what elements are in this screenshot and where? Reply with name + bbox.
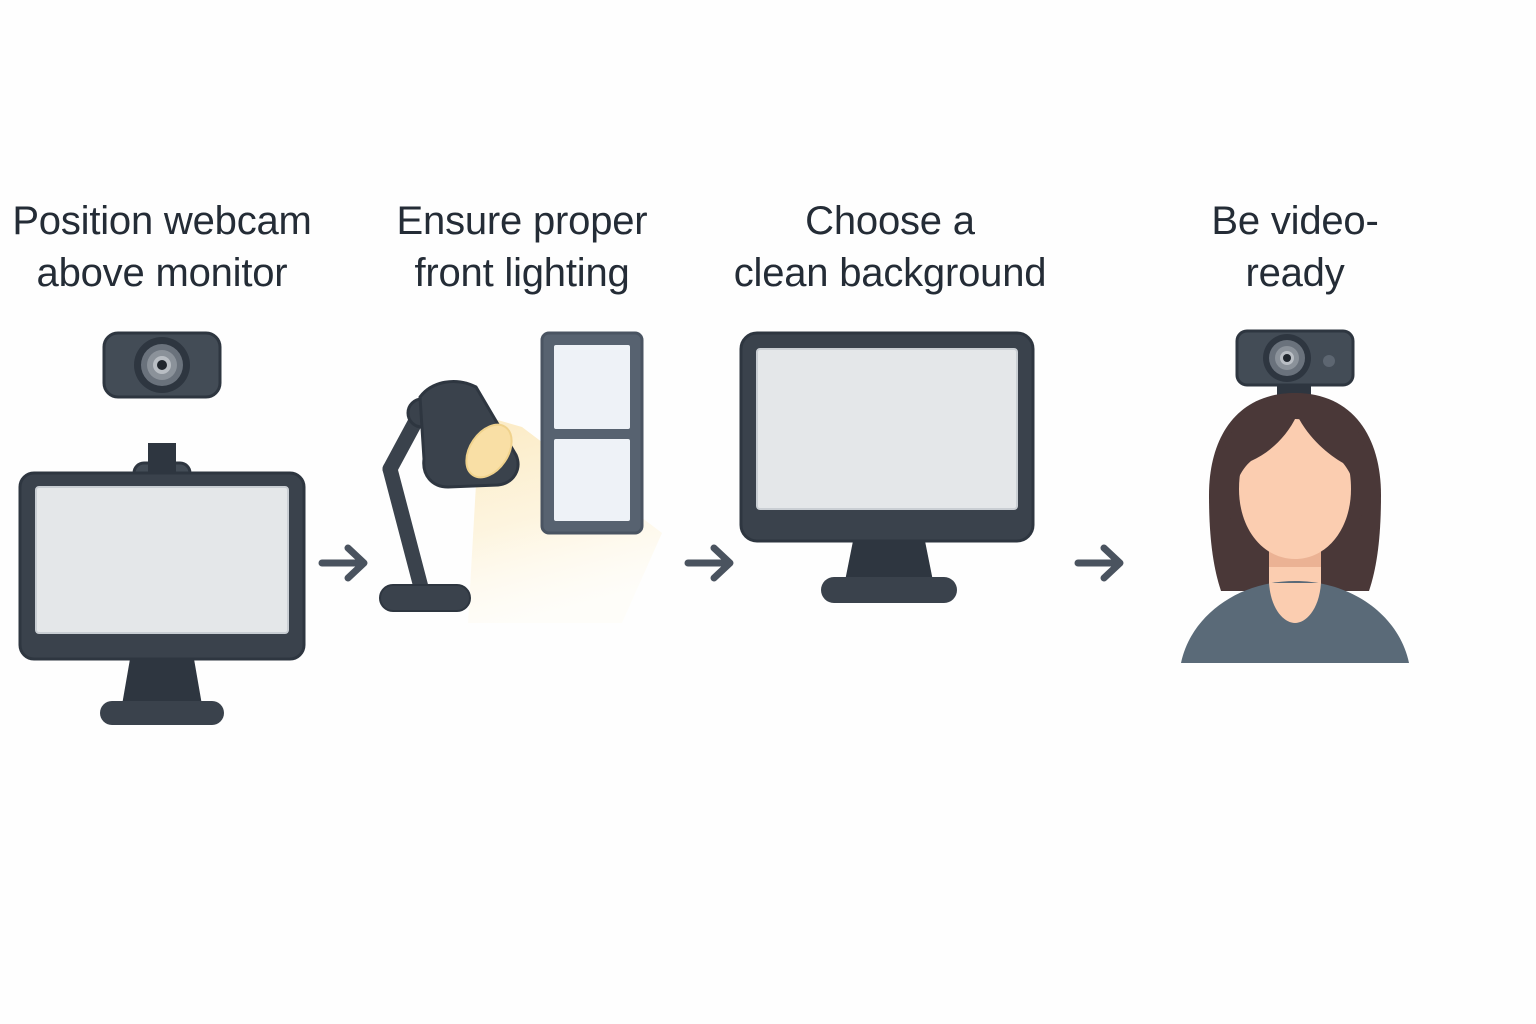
desk-lamp-and-window-icon [379, 331, 662, 623]
arrow-right-icon [1074, 544, 1124, 582]
step-art-front-lighting [372, 323, 672, 683]
arrow-right-icon [684, 544, 734, 582]
step-art-position-webcam [0, 323, 336, 725]
webcam-indicator-dot [1323, 355, 1335, 367]
lamp-bulb [465, 423, 513, 479]
step-art-clean-background [700, 323, 1080, 683]
lamp-arm [382, 409, 430, 599]
step-position-webcam: Position webcam above monitor [0, 195, 336, 735]
connector-arrow-3 [1072, 540, 1132, 586]
lamp-shade [418, 380, 520, 489]
step-label-position-webcam: Position webcam above monitor [12, 199, 312, 295]
step-label-clean-background: Choose a clean background [733, 199, 1047, 295]
arrow-right-icon [318, 544, 368, 582]
neckline [1269, 583, 1321, 623]
step-video-ready: Be video- ready [1150, 195, 1440, 735]
connector-arrow-2 [682, 540, 742, 586]
webcam-on-monitor-icon [18, 331, 306, 725]
step-art-video-ready [1150, 323, 1440, 683]
blank-monitor-icon [739, 331, 1035, 603]
step-front-lighting: Ensure proper front lighting [372, 195, 672, 735]
step-label-front-lighting: Ensure proper front lighting [396, 199, 648, 295]
window-icon [540, 331, 644, 535]
person-with-webcam-icon [1181, 329, 1409, 663]
step-clean-background: Choose a clean background [700, 195, 1080, 735]
face [1239, 419, 1351, 559]
connector-arrow-1 [316, 540, 376, 586]
hair-front [1221, 393, 1369, 519]
step-label-video-ready: Be video- ready [1211, 199, 1379, 295]
